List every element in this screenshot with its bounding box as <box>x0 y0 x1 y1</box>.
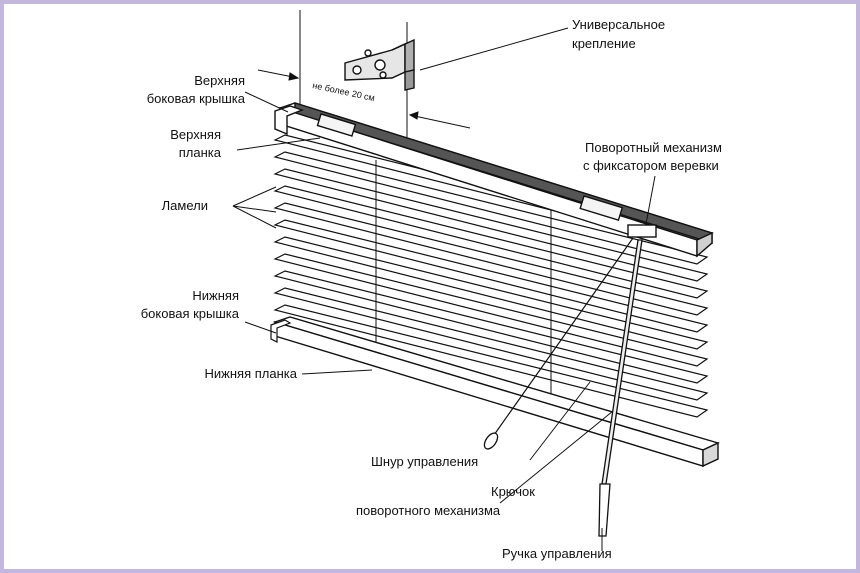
label-top-side-cap-2: боковая крышка <box>147 91 246 106</box>
label-top-rail-2: планка <box>179 145 222 160</box>
label-tilt-mechanism-1: Поворотный механизм <box>585 140 722 155</box>
tilt-mechanism <box>627 224 657 238</box>
label-control-cord: Шнур управления <box>371 454 478 469</box>
ladder-cords <box>375 160 552 418</box>
control-wand <box>598 239 643 537</box>
label-control-wand: Ручка управления <box>502 546 612 561</box>
label-bottom-rail: Нижняя планка <box>205 366 298 381</box>
label-top-rail-1: Верхняя <box>170 127 221 142</box>
universal-mount-bracket <box>344 38 415 91</box>
dimension-arrows <box>257 69 471 129</box>
label-hook-2: поворотного механизма <box>356 503 501 518</box>
cord-tassel <box>483 432 499 450</box>
label-universal-mount-1: Универсальное <box>572 17 665 32</box>
label-slats: Ламели <box>162 198 208 213</box>
top-side-cap <box>274 105 305 136</box>
label-bottom-side-cap-2: боковая крышка <box>141 306 240 321</box>
bottom-side-cap <box>270 319 292 343</box>
label-top-side-cap-1: Верхняя <box>194 73 245 88</box>
control-cord <box>493 237 634 436</box>
label-hook-1: Крючок <box>491 484 535 499</box>
bottom-rail <box>272 316 720 468</box>
label-universal-mount-2: крепление <box>572 36 636 51</box>
leader-lines <box>232 27 656 551</box>
label-tilt-mechanism-2: с фиксатором веревки <box>583 158 719 173</box>
dimension-label: не более 20 см <box>312 80 376 103</box>
top-rail <box>277 102 714 258</box>
label-bottom-side-cap-1: Нижняя <box>192 288 239 303</box>
